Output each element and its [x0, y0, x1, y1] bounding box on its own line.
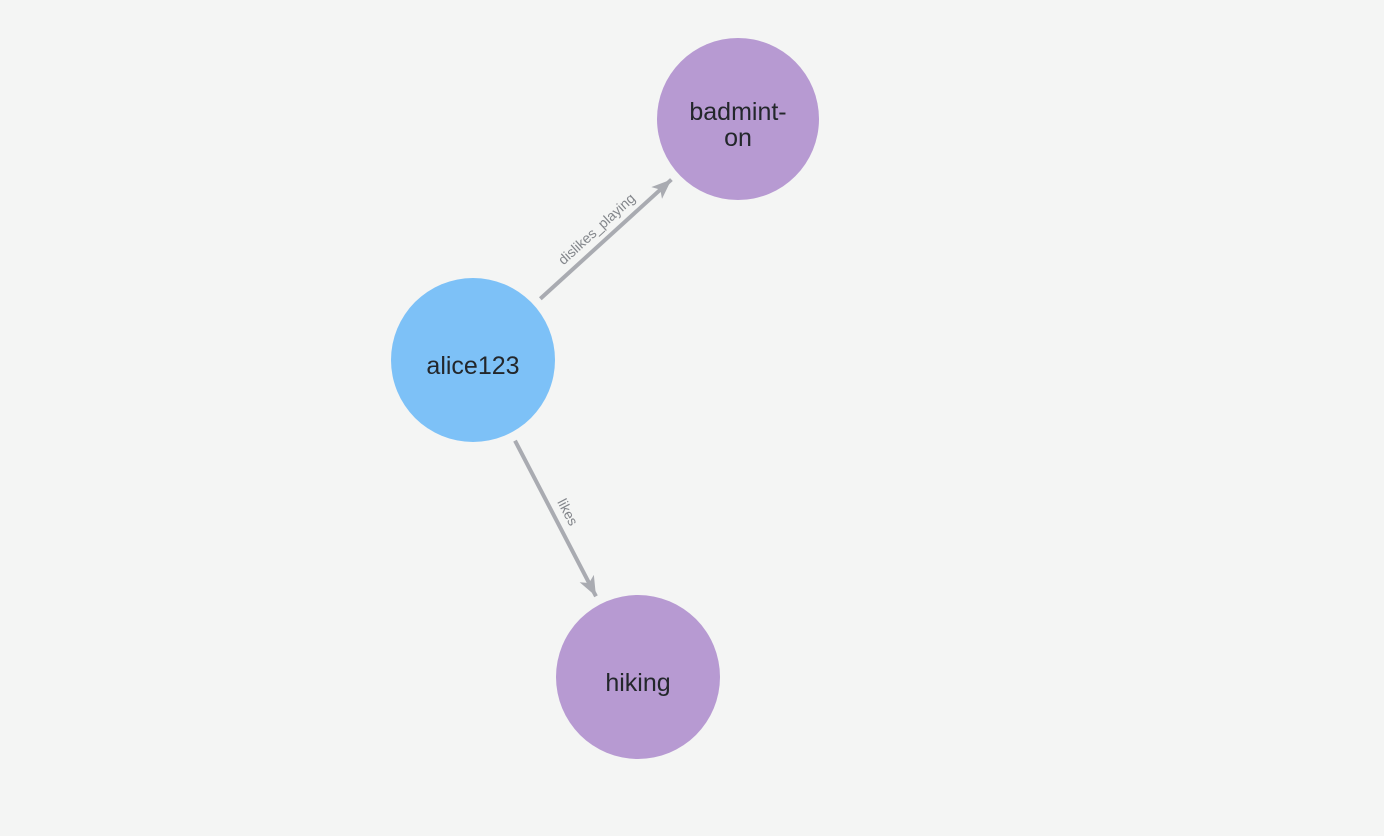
- edge-dislikes-playing[interactable]: dislikes_playing: [538, 178, 673, 301]
- node-alice123[interactable]: alice123: [391, 278, 555, 442]
- node-label: hiking: [605, 669, 670, 697]
- edge-label: dislikes_playing: [555, 190, 638, 268]
- node-circle[interactable]: [556, 595, 720, 759]
- node-circle[interactable]: [391, 278, 555, 442]
- edge-line[interactable]: [538, 178, 673, 301]
- node-label: badmint-on: [689, 98, 786, 152]
- node-badminton[interactable]: badmint-on: [657, 38, 819, 200]
- edge-line[interactable]: [513, 439, 598, 598]
- node-label: alice123: [426, 352, 519, 380]
- node-circle[interactable]: [657, 38, 819, 200]
- edge-likes[interactable]: likes: [513, 439, 598, 598]
- node-hiking[interactable]: hiking: [556, 595, 720, 759]
